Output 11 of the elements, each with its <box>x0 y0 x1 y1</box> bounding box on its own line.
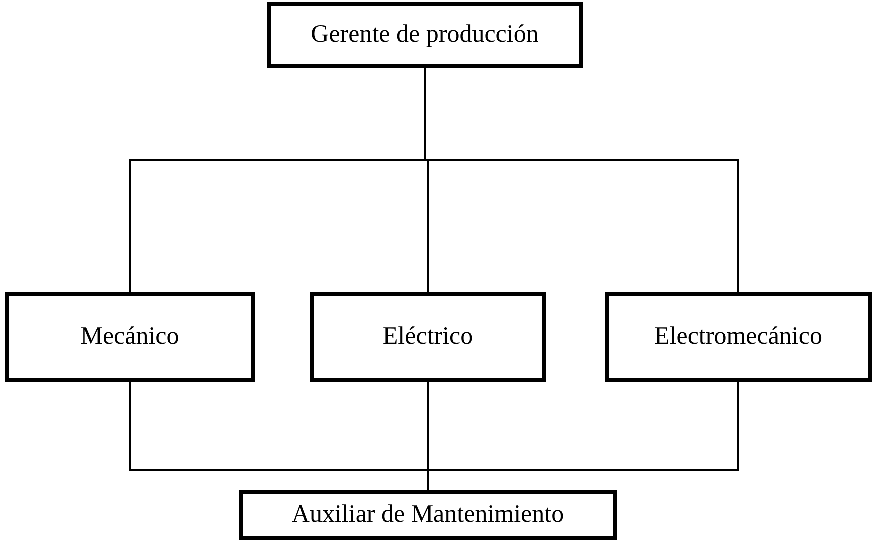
box-label: Electromecánico <box>654 323 822 351</box>
org-box <box>605 292 872 382</box>
org-box <box>267 2 583 68</box>
box-label: Gerente de producción <box>311 21 539 49</box>
box-label: Auxiliar de Mantenimiento <box>292 501 564 529</box>
org-box <box>5 292 255 382</box>
org-box <box>239 490 617 540</box>
box-label: Mecánico <box>80 323 180 351</box>
connector-line <box>427 382 740 490</box>
org-box <box>310 292 546 382</box>
box-label: Eléctrico <box>382 323 474 351</box>
